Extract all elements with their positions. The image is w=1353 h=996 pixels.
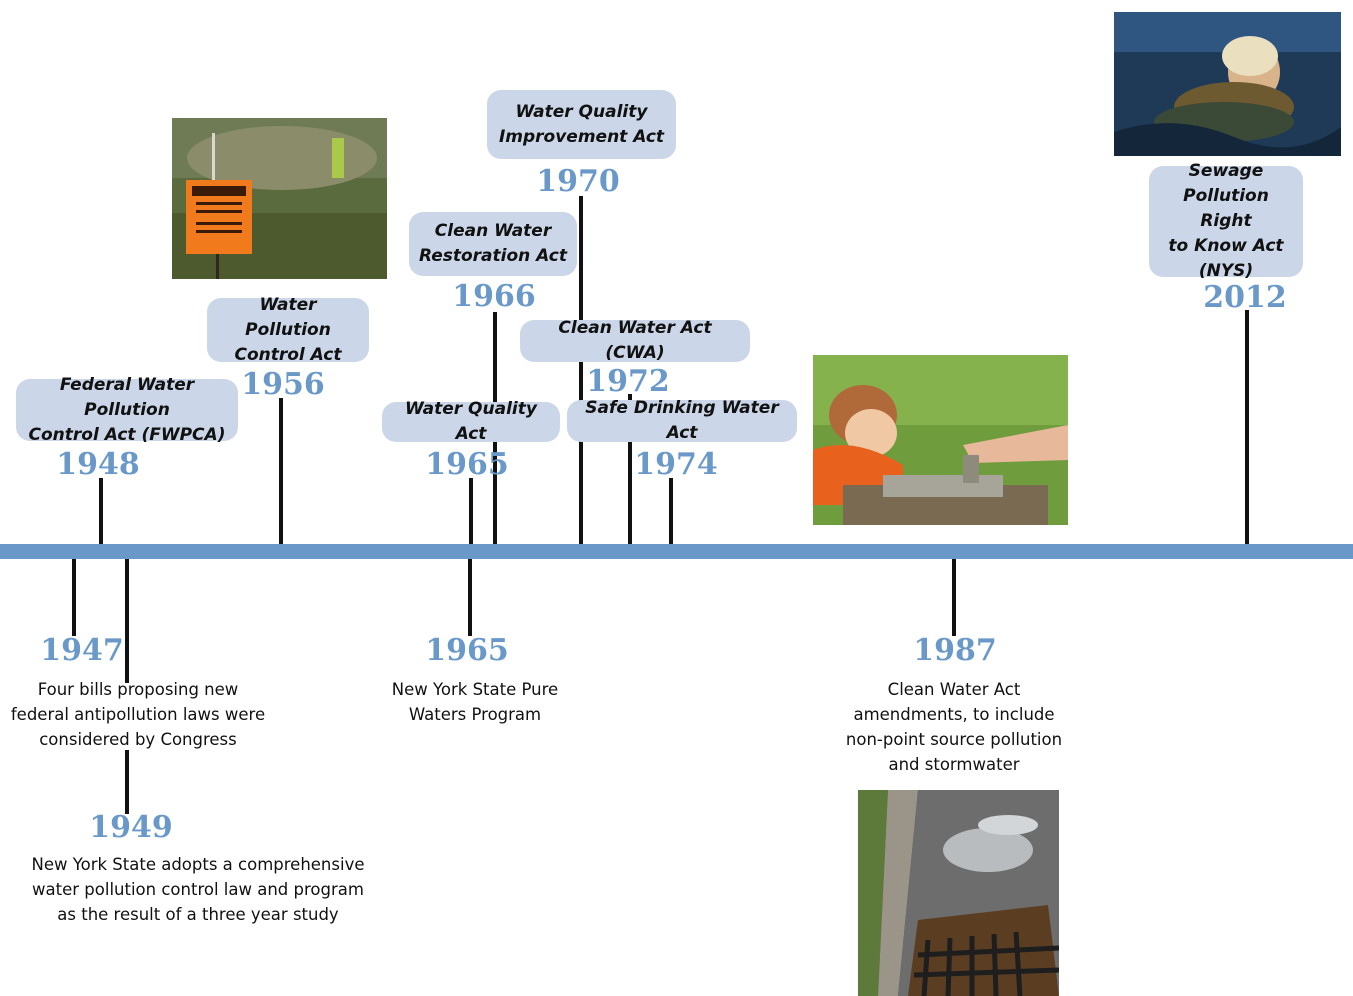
year-1947: 1947 — [40, 633, 124, 668]
event-description-1965: New York State Pure Waters Program — [391, 680, 559, 724]
tick-1949-lower — [125, 750, 129, 814]
year-1965-above: 1965 — [425, 447, 509, 482]
tick-1956 — [279, 398, 283, 544]
event-description-1949: New York State adopts a comprehensive wa… — [31, 855, 365, 924]
event-label-2012: Sewage Pollution Right to Know Act (NYS) — [1149, 161, 1303, 281]
tick-1947 — [72, 559, 76, 636]
tick-1965-below — [468, 559, 472, 636]
year-1949: 1949 — [89, 810, 173, 845]
event-label-1974: Safe Drinking Water Act — [567, 398, 797, 443]
photo-storm-drain — [858, 790, 1059, 996]
tick-1974 — [669, 478, 673, 544]
year-1965-below: 1965 — [425, 633, 509, 668]
event-label-1972: Clean Water Act (CWA) — [520, 318, 750, 363]
event-label-1956: Water Pollution Control Act — [207, 295, 369, 365]
tick-1965-above — [469, 478, 473, 544]
tick-1972 — [628, 394, 632, 544]
event-label-1966: Clean Water Restoration Act — [409, 212, 577, 276]
year-1987: 1987 — [913, 633, 997, 668]
photo-child-swimming — [1114, 12, 1341, 156]
year-1970: 1970 — [536, 164, 620, 199]
year-1972: 1972 — [586, 364, 670, 399]
year-1974: 1974 — [634, 447, 718, 482]
timeline-axis — [0, 544, 1353, 559]
tick-1987 — [952, 559, 956, 636]
photo-child-drinking-fountain — [813, 355, 1068, 525]
event-description-1947: Four bills proposing new federal antipol… — [10, 680, 266, 749]
event-label-1965: Water Quality Act — [382, 399, 560, 444]
photo-warning-sign — [172, 118, 387, 279]
year-1966: 1966 — [452, 279, 536, 314]
tick-1949-upper — [125, 559, 129, 683]
tick-2012 — [1245, 310, 1249, 544]
event-description-1987: Clean Water Act amendments, to include n… — [845, 680, 1063, 774]
event-label-1948: Federal Water Pollution Control Act (FWP… — [16, 375, 238, 445]
event-label-1970: Water Quality Improvement Act — [487, 90, 676, 159]
year-2012: 2012 — [1203, 280, 1287, 315]
tick-1948 — [99, 478, 103, 544]
year-1956: 1956 — [241, 367, 325, 402]
year-1948: 1948 — [56, 447, 140, 482]
tick-1970 — [579, 196, 583, 544]
